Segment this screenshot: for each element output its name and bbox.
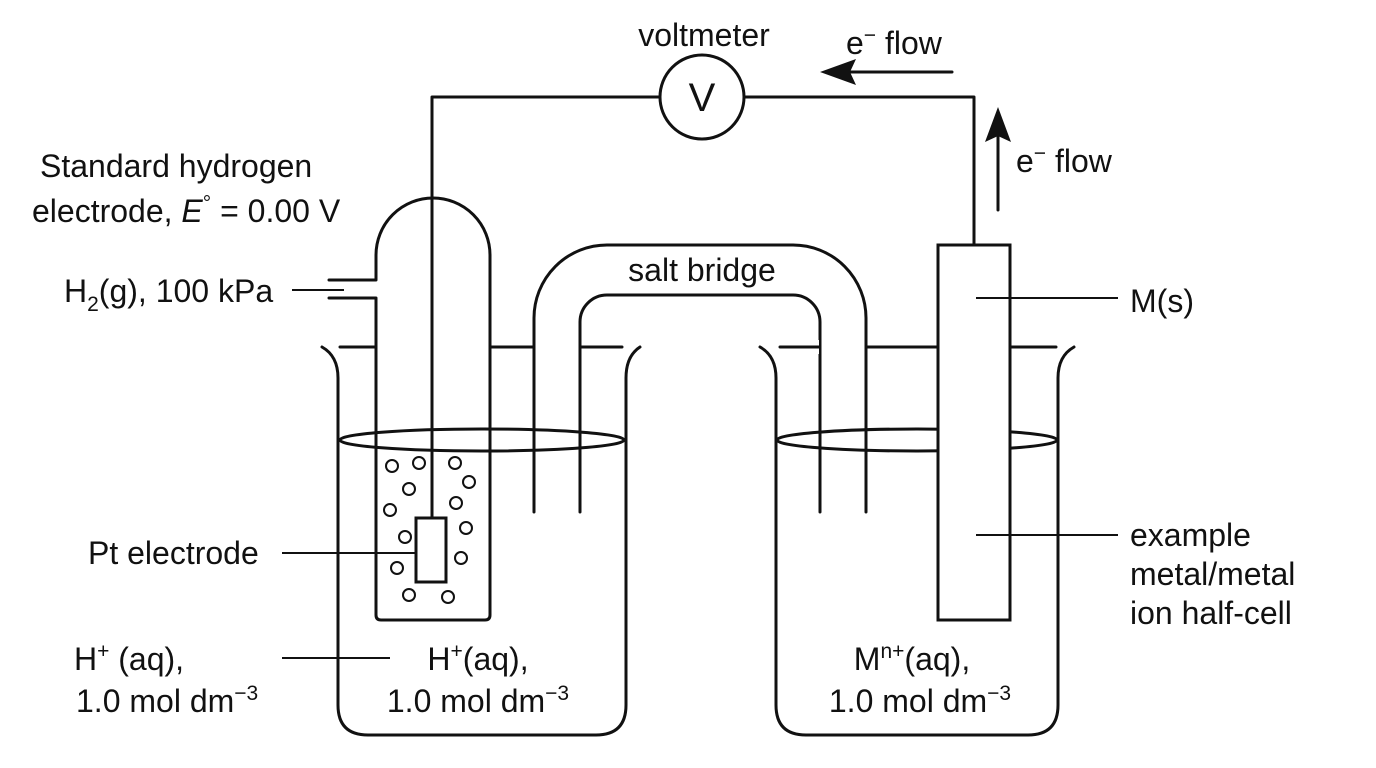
left-beaker [320, 345, 642, 737]
h2-gas-label: H2(g), 100 kPa [64, 273, 273, 316]
m-beaker-label-line2: 1.0 mol dm−3 [829, 682, 1011, 719]
voltmeter-circle [658, 53, 746, 141]
salt-bridge-label: salt bridge [628, 252, 776, 288]
salt-bridge [532, 243, 1058, 514]
right-liquid-surface [775, 427, 1059, 453]
example-label-line3: ion half-cell [1130, 595, 1292, 631]
example-label-line2: metal/metal [1130, 556, 1295, 592]
electron-flow-label-top: e− flow [846, 24, 943, 61]
electron-flow-arrow-top [820, 59, 954, 85]
h-solution-label-line1: H+ (aq), [74, 640, 184, 677]
example-label-line1: example [1130, 517, 1251, 553]
voltmeter-label: voltmeter [638, 17, 770, 53]
pt-wire [430, 95, 662, 520]
pt-electrode-label: Pt electrode [88, 535, 259, 571]
metal-electrode [936, 243, 1012, 622]
h-solution-label-line2: 1.0 mol dm−3 [76, 682, 258, 719]
h-beaker-label-line1: H+(aq), [427, 640, 528, 677]
right-beaker [758, 345, 1076, 737]
electron-flow-arrow-right [985, 107, 1011, 212]
h2-gas-inlet [327, 278, 378, 300]
voltmeter: V [658, 53, 746, 141]
metal-solid-label: M(s) [1130, 283, 1194, 319]
pt-electrode [414, 516, 448, 584]
metal-wire [742, 95, 976, 247]
electron-flow-label-right: e− flow [1016, 142, 1113, 179]
hydrogen-electrode-tube [327, 196, 624, 622]
h-beaker-label-line2: 1.0 mol dm−3 [387, 682, 569, 719]
voltmeter-symbol: V [689, 76, 716, 120]
left-liquid-surface [338, 427, 626, 453]
she-title-line2: electrode, E° = 0.00 V [32, 192, 341, 229]
leader-lines [282, 289, 1118, 659]
hydrogen-bubbles [383, 456, 476, 604]
she-title-line1: Standard hydrogen [40, 148, 312, 184]
m-beaker-label-line1: Mn+(aq), [854, 640, 970, 677]
